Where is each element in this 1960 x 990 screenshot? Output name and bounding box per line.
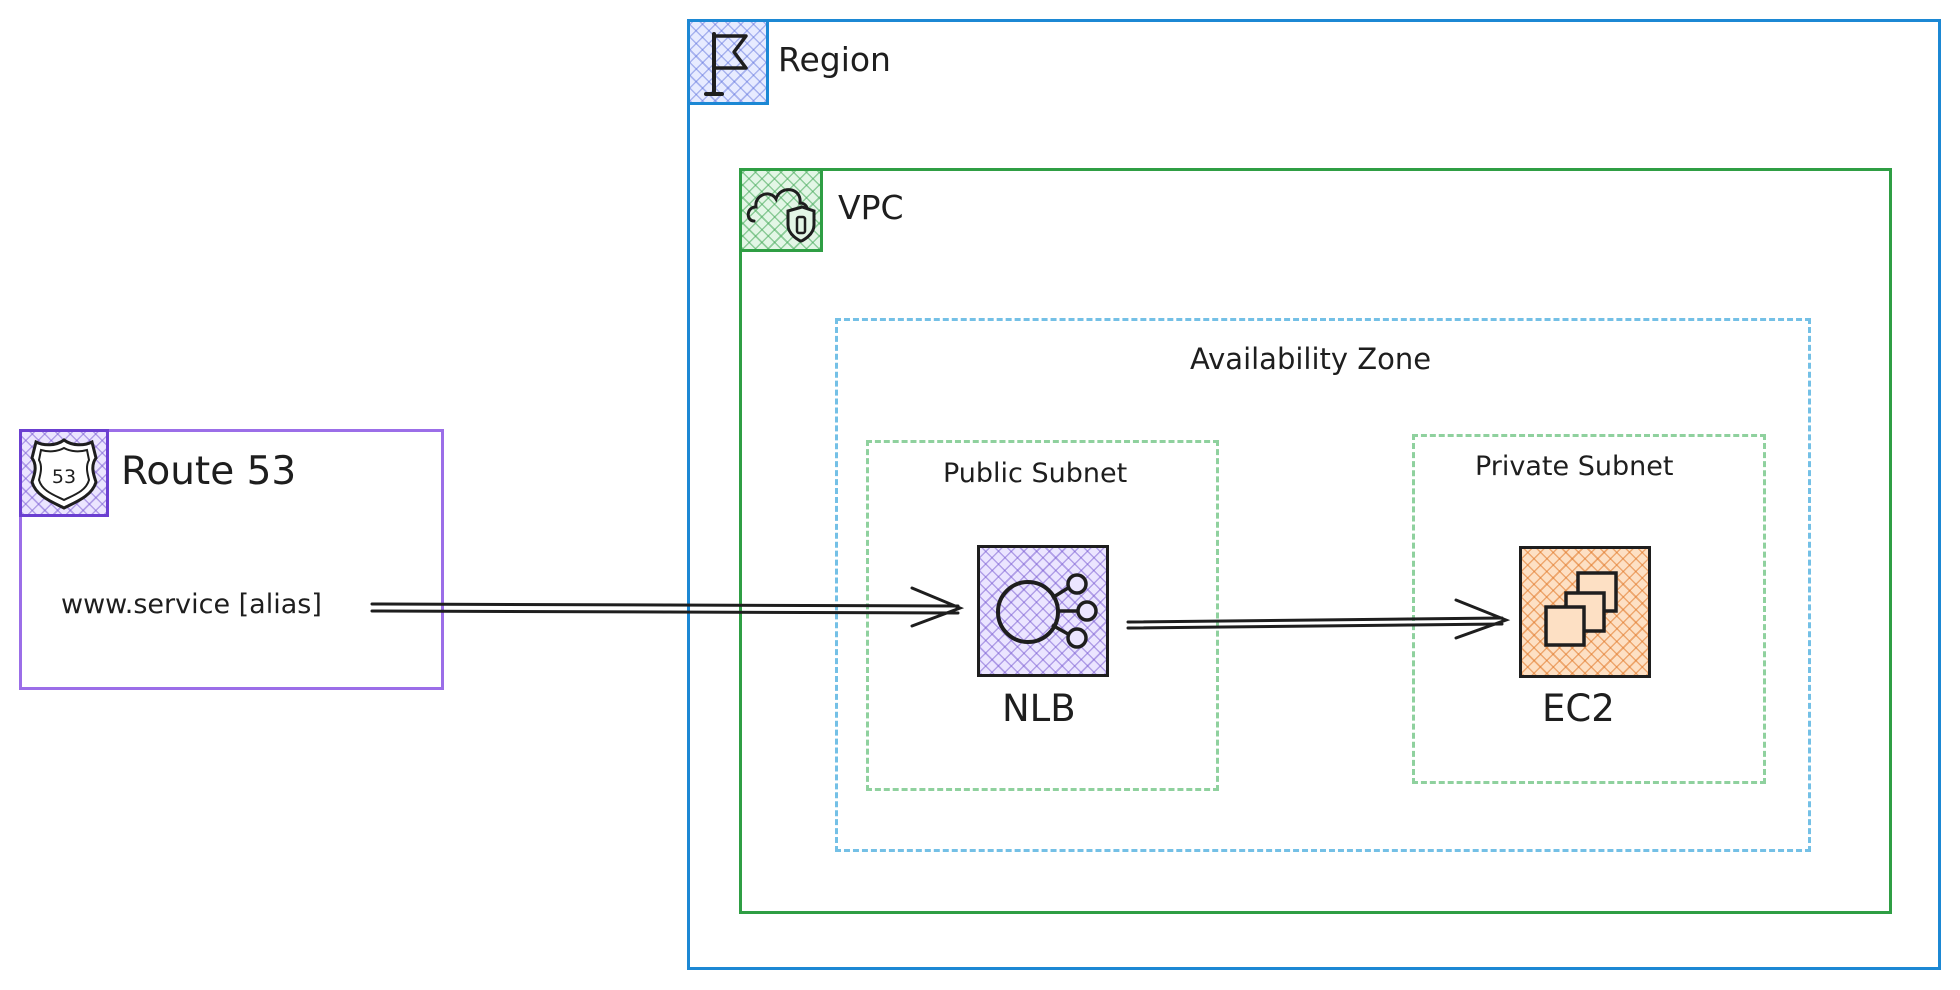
arrow-route53-to-nlb [370, 586, 965, 628]
nlb-node [977, 545, 1109, 677]
route53-container [19, 429, 444, 690]
ec2-instances-icon [1544, 571, 1618, 647]
ec2-node [1519, 546, 1651, 678]
vpc-label: VPC [838, 188, 904, 227]
region-container [687, 19, 1941, 970]
flag-icon [704, 32, 748, 96]
public-subnet-container [866, 440, 1219, 791]
vpc-container [739, 168, 1892, 914]
vpc-icon-tile [739, 168, 823, 252]
private-subnet-label: Private Subnet [1475, 451, 1674, 482]
availability-zone-container [835, 318, 1811, 852]
route53-shield-text: 53 [52, 466, 76, 488]
region-icon-tile [687, 19, 769, 105]
arrow-nlb-to-ec2 [1126, 598, 1511, 640]
availability-zone-label: Availability Zone [1190, 342, 1432, 376]
route53-label: Route 53 [121, 449, 297, 494]
load-balancer-icon [996, 573, 1098, 649]
nlb-label: NLB [1002, 687, 1076, 730]
route53-icon-tile: 53 [19, 429, 109, 517]
private-subnet-container [1412, 434, 1766, 784]
cloud-shield-icon [746, 188, 816, 243]
region-label: Region [778, 40, 891, 79]
route53-shield-icon: 53 [30, 438, 98, 510]
public-subnet-label: Public Subnet [943, 458, 1128, 489]
ec2-label: EC2 [1542, 687, 1615, 730]
dns-record-label: www.service [alias] [61, 589, 322, 620]
